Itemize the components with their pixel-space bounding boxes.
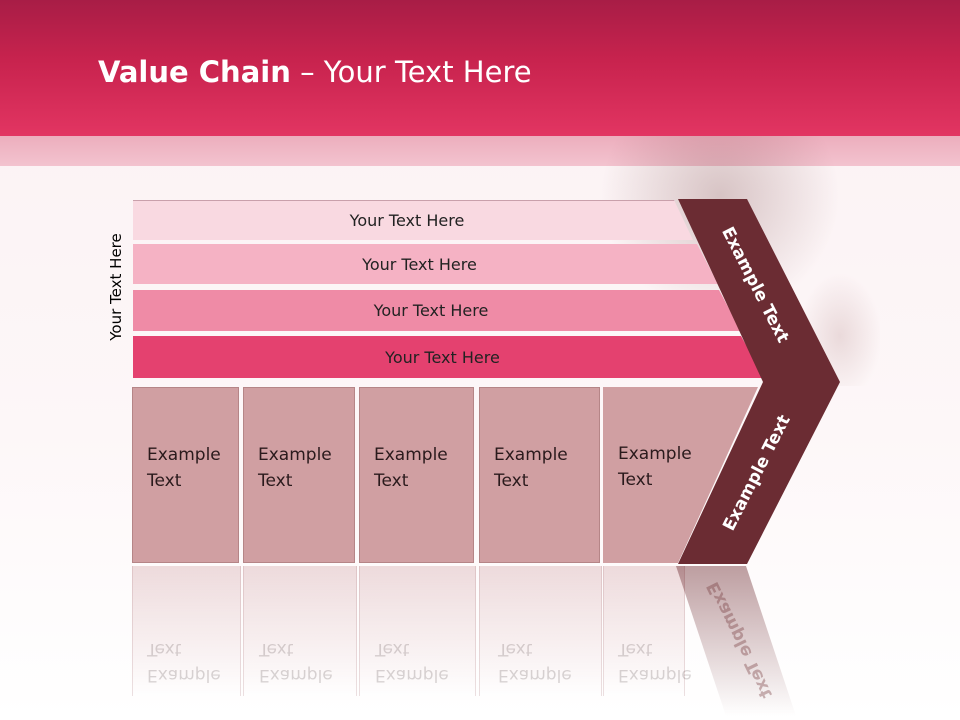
support-row-4[interactable]: Your Text Here <box>133 336 764 378</box>
slide-title[interactable]: Value Chain – Your Text Here <box>98 55 532 89</box>
title-bold: Value Chain <box>98 55 291 89</box>
slide-header <box>0 0 960 136</box>
side-label-text: Your Text Here <box>107 233 125 341</box>
activity-box-3[interactable]: Example Text <box>359 387 474 563</box>
activity-line-1: Example <box>147 445 221 465</box>
support-row-label: Your Text Here <box>373 301 489 320</box>
reflection-column <box>603 566 685 696</box>
reflection-column <box>479 566 602 696</box>
reflection-column <box>243 566 357 696</box>
support-row-1[interactable]: Your Text Here <box>133 200 693 240</box>
chevron-shape <box>678 199 840 564</box>
activity-box-5-text: Example Text <box>618 441 692 493</box>
activity-line-2: Text <box>618 470 653 490</box>
activity-line-1: Example <box>494 445 568 465</box>
header-band <box>0 136 960 166</box>
reflection-column <box>132 566 241 696</box>
support-row-label: Your Text Here <box>362 254 477 274</box>
activity-line-1: Example <box>374 445 448 465</box>
reflection-column <box>359 566 476 696</box>
activity-box-2[interactable]: Example Text <box>243 387 355 563</box>
activity-box-1[interactable]: Example Text <box>132 387 239 563</box>
support-row-3[interactable]: Your Text Here <box>133 290 741 331</box>
title-rest: – Your Text Here <box>290 55 532 89</box>
margin-chevron[interactable] <box>675 199 840 564</box>
activity-line-1: Example <box>618 444 692 464</box>
activity-line-2: Text <box>258 471 293 491</box>
support-row-2[interactable]: Your Text Here <box>133 244 718 284</box>
activity-line-2: Text <box>494 471 529 491</box>
support-row-label: Your Text Here <box>349 211 465 230</box>
activity-box-4[interactable]: Example Text <box>479 387 600 563</box>
activity-line-2: Text <box>374 471 409 491</box>
activity-line-2: Text <box>147 471 182 491</box>
support-row-label: Your Text Here <box>385 347 500 367</box>
activity-line-1: Example <box>258 445 332 465</box>
